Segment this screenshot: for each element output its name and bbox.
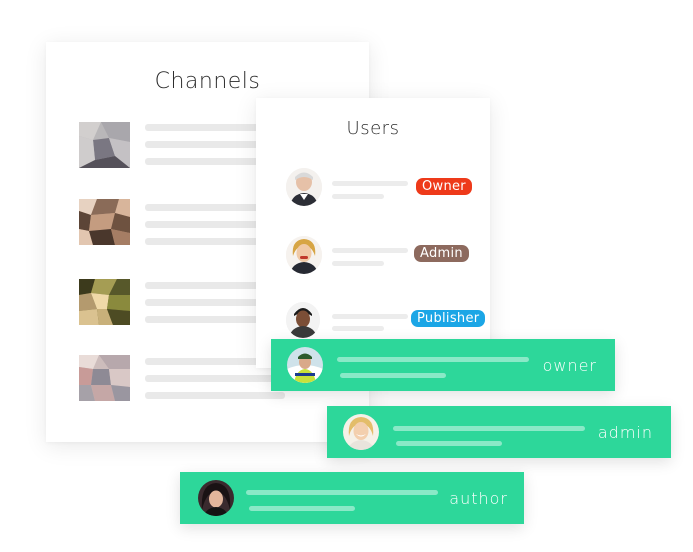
- channel-1-line-2: [145, 141, 285, 148]
- role-bar-admin[interactable]: admin: [327, 406, 671, 458]
- channel-thumbnail-1[interactable]: [79, 122, 130, 168]
- channel-4-line-3: [145, 392, 285, 399]
- user-avatar-1[interactable]: [286, 168, 322, 206]
- role-owner-label: owner: [542, 356, 597, 375]
- user-2-line-1: [332, 248, 408, 253]
- channel-3-line-1: [145, 282, 285, 289]
- channel-2-line-2: [145, 221, 285, 228]
- user-1-line-1: [332, 181, 408, 186]
- channel-1-line-1: [145, 124, 285, 131]
- user-avatar-2[interactable]: [286, 236, 322, 274]
- users-card: Users Owner Admin: [256, 98, 490, 368]
- role-author-avatar: [198, 480, 234, 516]
- role-bar-author[interactable]: author: [180, 472, 524, 524]
- channel-thumbnail-2[interactable]: [79, 199, 130, 245]
- channel-1-line-3: [145, 158, 285, 165]
- role-author-line-1: [246, 490, 438, 495]
- channel-3-line-2: [145, 299, 285, 306]
- admin-badge: Admin: [414, 245, 469, 262]
- users-title: Users: [346, 118, 400, 139]
- owner-badge: Owner: [416, 178, 472, 195]
- channel-thumbnail-3[interactable]: [79, 279, 130, 325]
- user-3-line-2: [332, 326, 384, 331]
- channel-thumbnail-4[interactable]: [79, 355, 130, 401]
- role-admin-line-2: [396, 441, 502, 446]
- channel-4-line-1: [145, 358, 285, 365]
- channels-title: Channels: [154, 69, 261, 94]
- user-3-line-1: [332, 314, 408, 319]
- role-owner-line-2: [340, 373, 446, 378]
- channel-3-line-3: [145, 316, 285, 323]
- channel-4-line-2: [145, 375, 285, 382]
- role-author-line-2: [249, 506, 355, 511]
- publisher-badge: Publisher: [411, 310, 486, 327]
- channel-2-line-3: [145, 238, 285, 245]
- channel-2-line-1: [145, 204, 285, 211]
- role-admin-avatar: [343, 414, 379, 450]
- user-avatar-3[interactable]: [286, 302, 320, 338]
- user-2-line-2: [332, 261, 384, 266]
- role-admin-label: admin: [597, 423, 653, 442]
- role-owner-avatar: [287, 347, 323, 383]
- role-bar-owner[interactable]: owner: [271, 339, 615, 391]
- role-admin-line-1: [393, 426, 585, 431]
- role-author-label: author: [449, 489, 508, 508]
- user-1-line-2: [332, 194, 384, 199]
- role-owner-line-1: [337, 357, 529, 362]
